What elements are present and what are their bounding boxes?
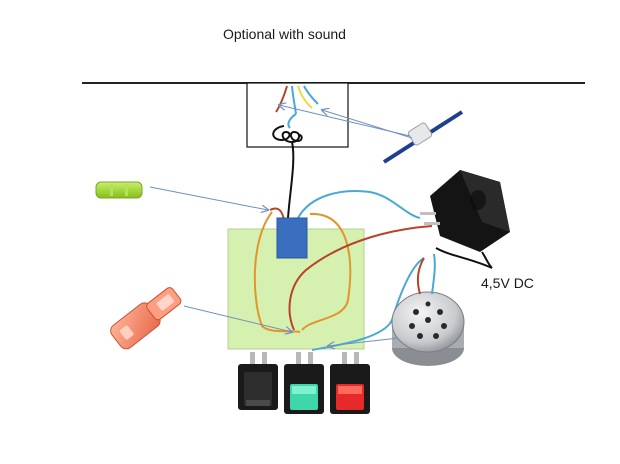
power-voltage-label: 4,5V DC <box>481 275 534 291</box>
heat-shrink-tube-icon <box>95 181 143 199</box>
diagram-title: Optional with sound <box>223 26 346 42</box>
black-switch-icon <box>238 352 278 410</box>
power-adapter-icon <box>420 170 510 269</box>
wire-splice-connector-icon <box>382 110 464 164</box>
arrow-heat-shrink <box>149 186 268 210</box>
arrow-connector <box>183 305 292 332</box>
arrow-sound <box>328 337 399 346</box>
junction-wires <box>275 85 319 129</box>
junction-box <box>246 82 349 148</box>
green-switch-icon <box>284 352 324 414</box>
female-spade-connector-icon <box>110 287 182 350</box>
arrow-splice-2 <box>322 110 413 139</box>
red-switch-icon <box>330 352 370 414</box>
relay-module <box>276 217 308 259</box>
adapter-wire-black <box>435 247 493 269</box>
wire-black-down <box>287 141 295 219</box>
sound-buzzer-icon <box>391 253 465 366</box>
